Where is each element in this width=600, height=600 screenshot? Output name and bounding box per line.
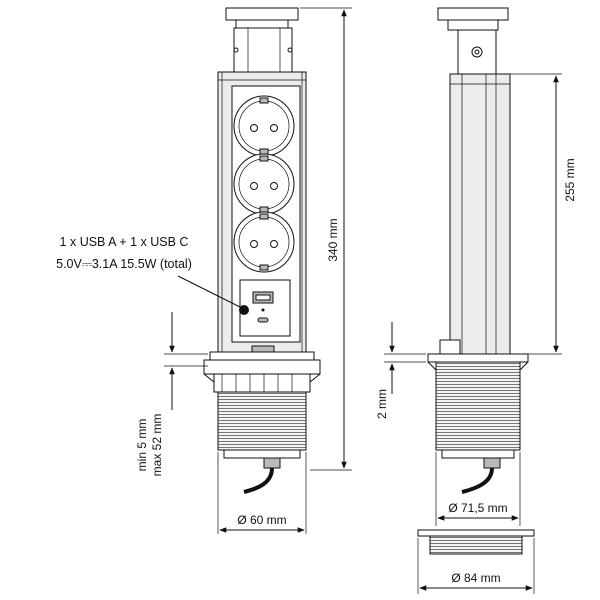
callout-leader [177,275,241,308]
usb-spec-line1: 1 x USB A + 1 x USB C [60,235,189,249]
diameter-flange-label: Ø 84 mm [451,571,500,585]
side-flange [427,353,529,363]
side-view [417,7,535,555]
diameter-housing-label: Ø 71,5 mm [448,501,507,515]
front-top-cap [225,7,299,21]
front-view [177,7,321,494]
side-top-cap [437,7,509,21]
front-cable-gland [263,457,281,469]
front-clamp-ring [213,373,311,393]
usb-spec-line2: 5.0V⎓3.1A 15.5W (total) [56,257,192,271]
clamp-min-label: min 5 mm [135,419,149,472]
front-dimensions [164,7,352,534]
side-dimensions [384,73,562,594]
front-hinge-block [233,27,293,73]
side-housing-bottom [441,449,515,459]
front-cap-neck [235,19,289,29]
front-cable [243,467,274,494]
front-flange-top [209,351,315,361]
side-column [449,73,511,355]
side-hinge-block [457,29,497,75]
front-housing-bottom [223,449,301,459]
clamp-max-label: max 52 mm [150,414,164,477]
height-extended-label: 255 mm [563,158,577,201]
flange-thickness-label: 2 mm [375,389,389,419]
front-threaded-housing [217,391,307,451]
socket-1 [233,95,295,157]
socket-3 [233,211,295,273]
socket-2 [233,153,295,215]
callout-dot [239,305,249,315]
front-flange [203,359,321,375]
side-cable [461,467,494,494]
side-cable-gland [483,457,501,469]
side-threaded-housing [435,361,521,451]
diameter-cutout-label: Ø 60 mm [237,513,286,527]
cover-ring-body [429,535,523,555]
cover-ring-top [417,529,535,537]
usb-c-port [257,317,269,323]
height-total-label: 340 mm [326,218,340,261]
